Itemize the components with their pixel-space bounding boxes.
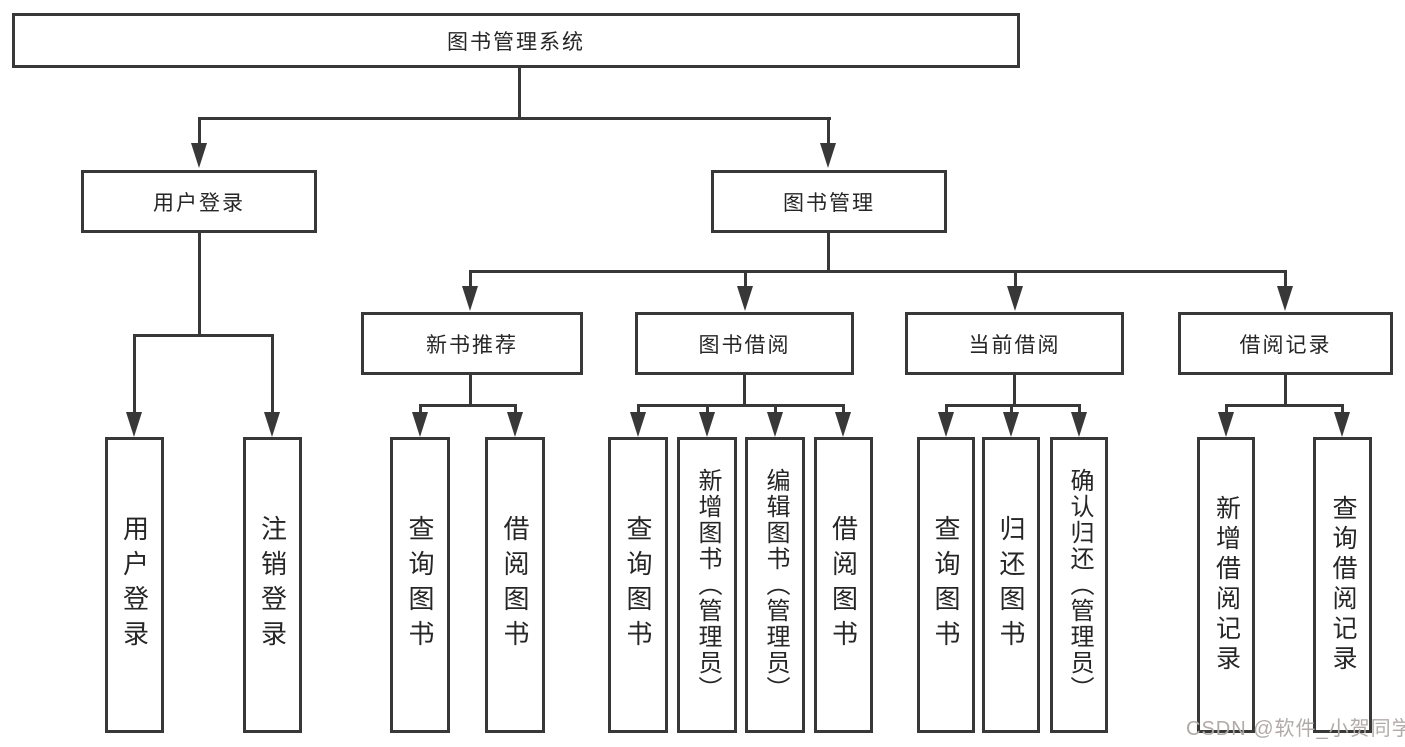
arrow-down-icon xyxy=(412,412,428,437)
section-current-borrow-node: 当前借阅 xyxy=(905,312,1124,375)
arrow-down-icon xyxy=(191,143,207,168)
leaf-add-borrow-record-node: 新增借阅记录 xyxy=(1197,437,1255,733)
connector-line xyxy=(827,117,830,145)
root-node-book-management-system: 图书管理系统 xyxy=(12,13,1020,68)
section-new-book-recommend-node: 新书推荐 xyxy=(361,312,583,375)
leaf-query-book-node: 查询图书 xyxy=(390,437,450,733)
arrow-down-icon xyxy=(820,143,836,168)
leaf-query-borrow-record-node: 查询借阅记录 xyxy=(1313,437,1372,733)
leaf-label: 编辑图书（管理员） xyxy=(762,468,789,702)
leaf-add-book-admin-node: 新增图书（管理员） xyxy=(677,437,737,733)
connector-line xyxy=(1284,270,1287,288)
connector-line xyxy=(133,334,136,414)
arrow-down-icon xyxy=(1277,286,1293,311)
connector-line xyxy=(637,404,845,407)
leaf-label: 查询借阅记录 xyxy=(1329,495,1357,675)
arrow-down-icon xyxy=(767,412,783,437)
leaf-label: 注销登录 xyxy=(257,515,288,655)
arrow-down-icon xyxy=(126,412,142,437)
connector-line xyxy=(774,404,777,414)
connector-line xyxy=(827,232,830,272)
section-borrow-record-node: 借阅记录 xyxy=(1178,312,1393,375)
arrow-down-icon xyxy=(1334,412,1350,437)
connector-line xyxy=(518,68,521,120)
connector-line xyxy=(743,374,746,406)
arrow-down-icon xyxy=(630,412,646,437)
arrow-down-icon xyxy=(938,412,954,437)
connector-line xyxy=(1341,404,1344,414)
connector-line xyxy=(945,404,948,414)
watermark: CSDN @软件_小贺同学 xyxy=(1186,718,1405,740)
connector-line xyxy=(469,270,1287,273)
connector-line xyxy=(419,404,517,407)
leaf-label: 查询图书 xyxy=(931,515,961,655)
leaf-label: 新增借阅记录 xyxy=(1212,495,1241,675)
connector-line xyxy=(1225,404,1228,414)
arrow-down-icon xyxy=(835,412,851,437)
leaf-label: 查询图书 xyxy=(405,515,435,655)
connector-line xyxy=(271,334,274,414)
leaf-user-login-node: 用户登录 xyxy=(105,437,164,733)
leaf-return-book-node: 归还图书 xyxy=(982,437,1040,733)
leaf-label: 确认归还（管理员） xyxy=(1066,468,1093,702)
leaf-label: 用户登录 xyxy=(119,515,150,655)
arrow-down-icon xyxy=(1218,412,1234,437)
branch-book-management-node: 图书管理 xyxy=(711,170,947,233)
leaf-borrow-book-node: 借阅图书 xyxy=(814,437,873,733)
arrow-down-icon xyxy=(507,412,523,437)
connector-line xyxy=(637,404,640,414)
connector-line xyxy=(1013,374,1016,406)
connector-line xyxy=(1014,270,1017,288)
leaf-label: 查询图书 xyxy=(623,515,653,655)
leaf-label: 归还图书 xyxy=(996,515,1026,655)
leaf-confirm-return-admin-node: 确认归还（管理员） xyxy=(1050,437,1108,733)
leaf-query-book-node: 查询图书 xyxy=(917,437,975,733)
connector-line xyxy=(198,117,831,120)
connector-line xyxy=(842,404,845,414)
arrow-down-icon xyxy=(737,286,753,311)
connector-line xyxy=(419,404,422,414)
arrow-down-icon xyxy=(699,412,715,437)
leaf-label: 借阅图书 xyxy=(500,515,530,655)
connector-line xyxy=(1010,404,1013,414)
arrow-down-icon xyxy=(1071,412,1087,437)
section-book-borrow-node: 图书借阅 xyxy=(635,312,854,375)
leaf-query-book-node: 查询图书 xyxy=(608,437,668,733)
connector-line xyxy=(469,374,472,406)
connector-line xyxy=(1225,404,1344,407)
connector-line xyxy=(514,404,517,414)
connector-line xyxy=(133,334,274,337)
arrow-down-icon xyxy=(462,286,478,311)
arrow-down-icon xyxy=(264,412,280,437)
connector-line xyxy=(744,270,747,288)
leaf-label: 借阅图书 xyxy=(828,515,859,655)
connector-line xyxy=(1078,404,1081,414)
branch-user-login-node: 用户登录 xyxy=(81,170,317,233)
connector-line xyxy=(1284,374,1287,406)
arrow-down-icon xyxy=(1007,286,1023,311)
connector-line xyxy=(469,270,472,288)
connector-line xyxy=(198,117,201,145)
connector-line xyxy=(945,404,1081,407)
leaf-label: 新增图书（管理员） xyxy=(694,468,721,702)
leaf-logout-node: 注销登录 xyxy=(243,437,302,733)
leaf-edit-book-admin-node: 编辑图书（管理员） xyxy=(745,437,805,733)
connector-line xyxy=(198,232,201,336)
arrow-down-icon xyxy=(1003,412,1019,437)
leaf-borrow-book-node: 借阅图书 xyxy=(485,437,545,733)
connector-line xyxy=(706,404,709,414)
